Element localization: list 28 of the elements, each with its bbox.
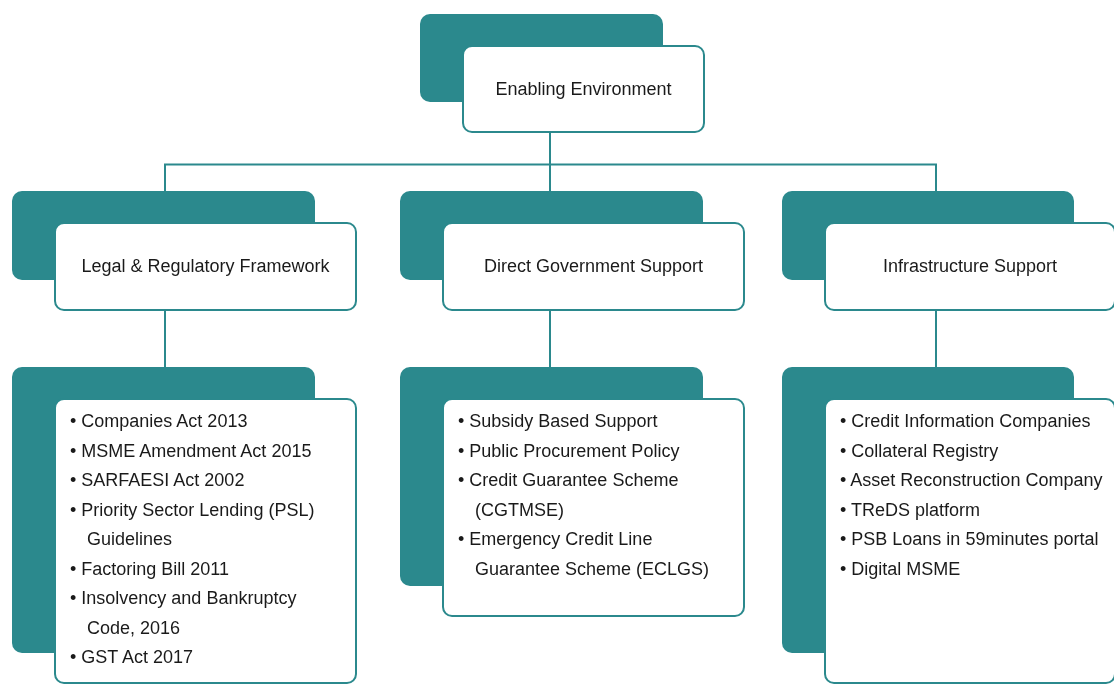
list-item: • TReDS platform <box>840 498 981 522</box>
list-box <box>54 398 357 684</box>
list-item: • Emergency Credit Line Guarantee Scheme (ECLGS) <box>458 528 711 581</box>
box-title: Enabling Environment <box>495 78 672 100</box>
list-item: • Insolvency and Bankruptcy Code, 2016 <box>70 587 298 640</box>
list-item: • Credit Guarantee Scheme (CGTMSE) <box>458 469 680 522</box>
list-item: • PSB Loans in 59minutes portal <box>840 528 1100 551</box>
list-item: • Credit Information Companies <box>840 410 1092 433</box>
heading-box <box>442 222 745 311</box>
list-item: • Digital MSME <box>840 557 962 581</box>
list-item: • Asset Reconstruction Company <box>840 469 1104 492</box>
list-item: • Public Procurement Policy <box>458 439 681 463</box>
box-title: Legal & Regulatory Framework <box>81 256 330 277</box>
list-item: • MSME Amendment Act 2015 <box>70 439 313 463</box>
box-title: Direct Government Support <box>483 256 704 277</box>
box-title: Infrastructure Support <box>882 256 1058 277</box>
list-item: • SARFAESI Act 2002 <box>70 469 246 492</box>
list-box <box>442 398 745 617</box>
list-item: • Subsidy Based Support <box>458 410 659 433</box>
list-item: • GST Act 2017 <box>70 646 195 669</box>
heading-box <box>462 45 705 133</box>
heading-box <box>824 222 1114 311</box>
list-item: • Collateral Registry <box>840 439 1000 463</box>
heading-box <box>54 222 357 311</box>
list-item: • Factoring Bill 2011 <box>70 557 231 581</box>
list-item: • Companies Act 2013 <box>70 410 249 433</box>
list-box <box>824 398 1114 684</box>
list-item: • Priority Sector Lending (PSL) Guidelines <box>70 498 316 551</box>
